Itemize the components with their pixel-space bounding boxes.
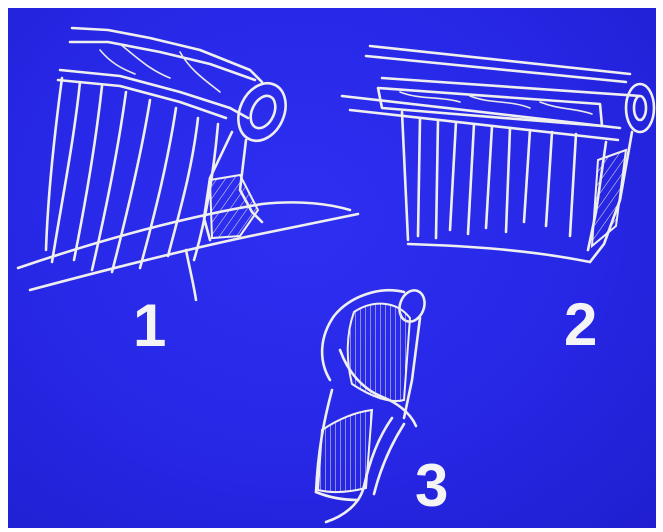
figure-label-1: 1	[133, 296, 166, 356]
sketch-drawings	[8, 8, 656, 528]
slide-background: 1 2 3	[8, 8, 656, 528]
drawing-3	[316, 287, 429, 522]
figure-label-2: 2	[564, 295, 597, 355]
figure-label-3: 3	[415, 456, 448, 516]
drawing-1	[18, 28, 358, 300]
drawing-2	[342, 46, 654, 262]
